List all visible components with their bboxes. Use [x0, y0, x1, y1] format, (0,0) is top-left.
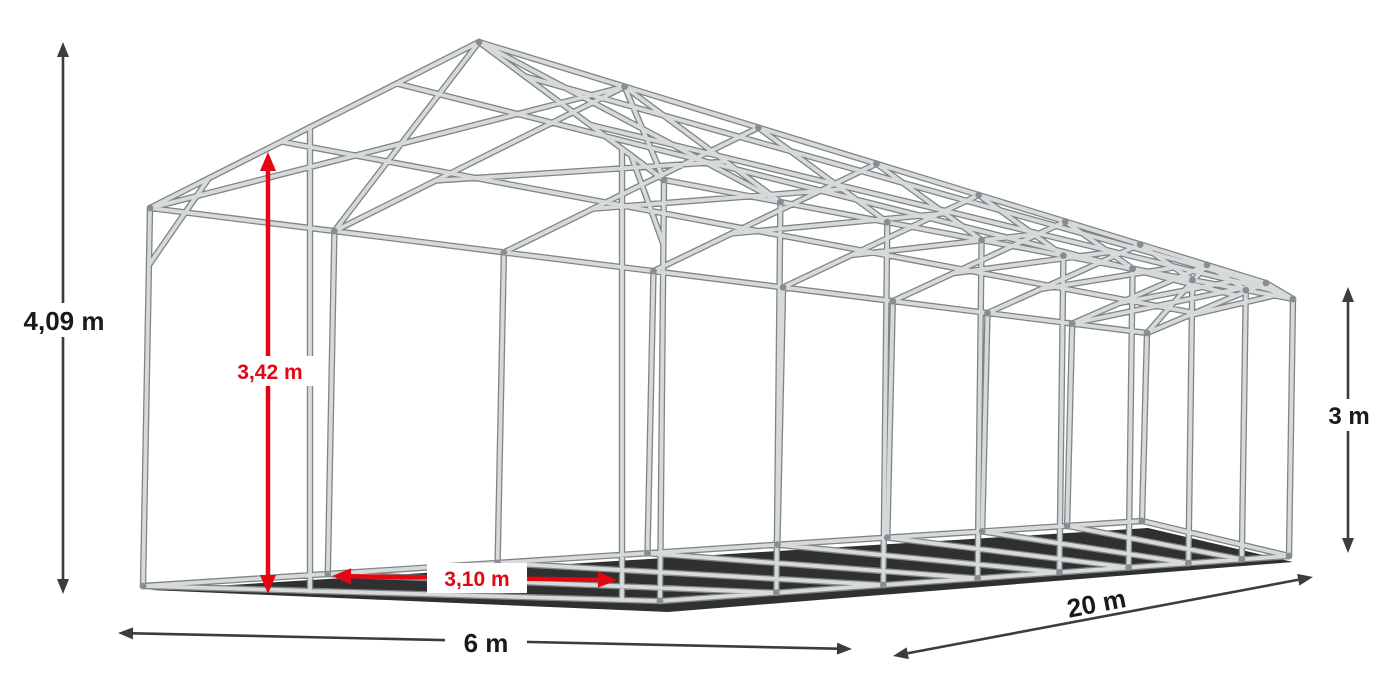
joint-connector: [873, 160, 880, 168]
label-entrance-width: 3,10 m: [427, 563, 527, 593]
arrowhead-icon: [1342, 287, 1354, 302]
joint-connector: [755, 124, 762, 131]
joint-connector: [774, 541, 781, 549]
joint-connector: [331, 227, 338, 235]
joint-connector: [975, 191, 983, 199]
arrowhead-icon: [893, 647, 909, 660]
arrowhead-icon: [597, 571, 617, 588]
entrance-height-value: 3,42 m: [237, 361, 302, 384]
joint-connector: [1285, 552, 1293, 560]
joint-connector: [1262, 279, 1270, 287]
joint-connector: [1136, 241, 1144, 248]
arrowhead-icon: [332, 568, 352, 585]
joint-connector: [889, 297, 897, 305]
joint-connector: [1203, 261, 1211, 269]
arrowhead-icon: [57, 42, 69, 57]
arrowhead-icon: [1342, 538, 1354, 553]
joint-connector: [883, 534, 891, 541]
joint-connector: [1068, 320, 1076, 327]
joint-connector: [1185, 559, 1192, 567]
joint-connector: [500, 249, 508, 256]
arrow-shaft: [907, 578, 1299, 655]
label-total-height: 4,09 m: [10, 303, 118, 337]
joint-connector: [475, 38, 483, 46]
joint-connector: [1060, 252, 1067, 259]
joint-connector: [650, 267, 657, 275]
joint-connector: [1061, 218, 1069, 225]
joint-connector: [773, 589, 780, 597]
joint-connector: [883, 218, 891, 226]
label-backplate: [1320, 399, 1378, 431]
joint-connector: [656, 597, 664, 605]
label-backplate: [224, 356, 316, 386]
label-length: 20 m: [1065, 583, 1129, 624]
dimension-labels: 4,09 m 3,42 m 3 m 6 m 3,10 m 20 m: [10, 303, 1378, 659]
arrowhead-icon: [260, 575, 276, 594]
entrance-width-value: 3,10 m: [444, 568, 509, 591]
label-entrance-height: 3,42 m: [224, 356, 316, 386]
joint-connector: [1138, 517, 1146, 525]
joint-connector: [1056, 569, 1063, 576]
joint-connector: [1129, 265, 1136, 273]
dimension-arrow-length: [893, 573, 1313, 660]
joint-connector: [146, 204, 154, 212]
width-value: 6 m: [464, 628, 509, 658]
joint-connector: [1189, 276, 1196, 284]
arrowhead-icon: [1297, 573, 1313, 586]
label-backplate: [427, 563, 527, 593]
joint-connector: [978, 528, 986, 535]
label-backplate: [10, 303, 118, 337]
arrowhead-icon: [836, 642, 852, 655]
arrowhead-icon: [260, 152, 276, 171]
joint-connector: [1289, 295, 1297, 303]
side-height-value: 3 m: [1328, 403, 1369, 430]
length-value: 20 m: [1065, 583, 1129, 624]
label-width: 6 m: [445, 627, 527, 659]
frame-tubes: [141, 40, 1295, 603]
joint-connector: [139, 582, 147, 590]
arrowhead-icon: [57, 579, 69, 594]
joint-connector: [978, 236, 985, 244]
arrowhead-icon: [118, 627, 134, 640]
joint-connector: [879, 581, 887, 589]
joint-connector: [1242, 286, 1250, 294]
tent-steel-frame: [139, 38, 1297, 605]
joint-connector: [644, 549, 651, 557]
joint-connector: [1063, 522, 1071, 530]
joint-connector: [1143, 329, 1151, 337]
joint-connector: [660, 176, 668, 184]
joint-connector: [621, 83, 628, 90]
joint-connector: [1125, 564, 1132, 571]
joint-connector: [974, 574, 981, 582]
joint-connector: [777, 198, 784, 206]
label-backplate: [445, 627, 527, 659]
total-height-value: 4,09 m: [24, 306, 105, 336]
joint-connector: [779, 284, 787, 291]
joint-connector: [324, 570, 332, 578]
label-side-height: 3 m: [1320, 399, 1378, 431]
joint-connector: [984, 309, 991, 317]
joint-connector: [1238, 556, 1246, 563]
